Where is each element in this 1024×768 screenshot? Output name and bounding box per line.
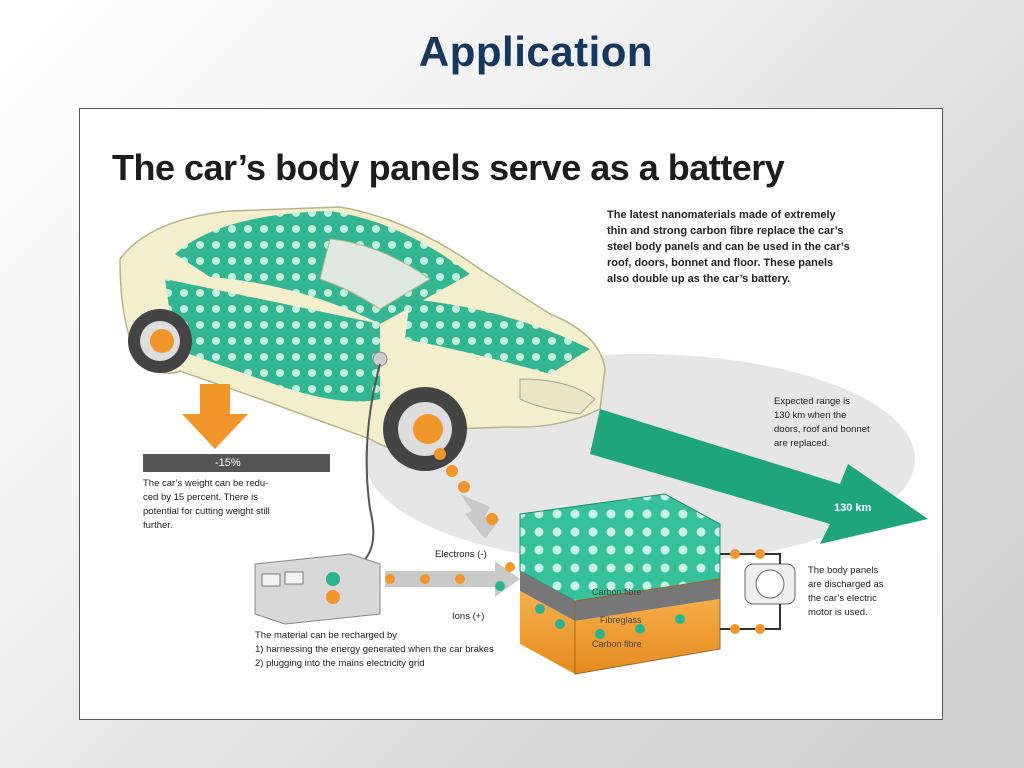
weight-note: The car’s weight can be redu- ced by 15 … — [143, 478, 270, 531]
ions-arrow — [385, 561, 520, 597]
description-text: The latest nanomaterials made of extreme… — [607, 209, 850, 285]
layer-label-bottom: Carbon fibre — [592, 639, 642, 649]
infographic-headline: The car’s body panels serve as a battery — [112, 147, 785, 188]
battery-panel — [519, 493, 721, 675]
layer-label-top: Carbon fibre — [592, 587, 642, 597]
charge-particles — [385, 448, 515, 591]
infographic: The car’s body panels serve as a battery… — [79, 108, 943, 720]
range-note: Expected range is 130 km when the doors,… — [774, 396, 870, 449]
infographic-illustration — [119, 206, 928, 675]
electric-motor — [720, 549, 796, 634]
range-arrow — [590, 409, 928, 544]
slide-title: Application — [418, 28, 654, 75]
layer-label-middle: Fibreglass — [600, 615, 642, 625]
range-label: 130 km — [834, 502, 872, 514]
charger-box — [254, 553, 381, 625]
weight-arrow — [182, 384, 248, 449]
weight-bar: -15% — [143, 454, 330, 472]
electrons-label: Electrons (-) — [435, 549, 487, 560]
charge-cable — [359, 363, 381, 565]
car — [119, 206, 606, 471]
recharge-note: The material can be recharged by 1) harn… — [255, 630, 494, 669]
electrons-arrow — [460, 494, 500, 539]
discharge-note: The body panels are discharged as the ca… — [808, 565, 884, 618]
ions-label: Ions (+) — [452, 611, 485, 622]
